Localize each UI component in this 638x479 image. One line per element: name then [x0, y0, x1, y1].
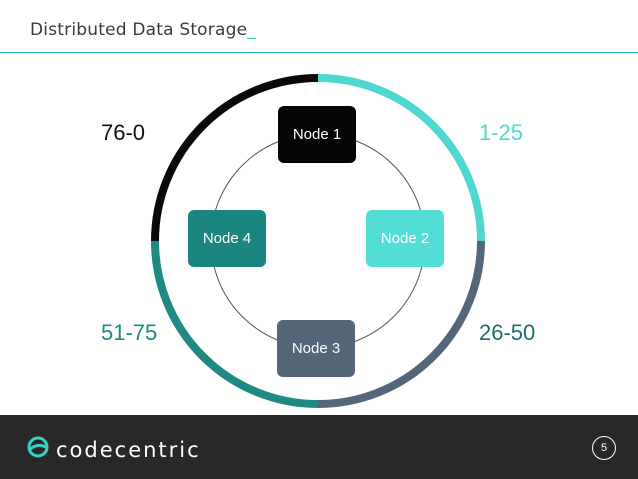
range-label-51-75: 51-75: [101, 320, 158, 345]
hash-ring-diagram: [151, 74, 485, 408]
title-cursor: _: [247, 20, 256, 40]
brand-logo: codecentric: [26, 435, 201, 464]
slide-header: Distributed Data Storage_: [0, 0, 638, 53]
range-label-1-25: 1-25: [479, 120, 524, 145]
codecentric-logo-icon: [26, 435, 50, 464]
ring-segment-26-50: [317, 240, 485, 408]
node-3: Node 3: [277, 320, 355, 377]
node-4: Node 4: [188, 210, 266, 267]
page-number: 5: [592, 436, 616, 460]
ring-segment-1-25: [317, 74, 485, 242]
node-1: Node 1: [278, 106, 356, 163]
slide-title-text: Distributed Data Storage: [30, 20, 248, 40]
node-2: Node 2: [366, 210, 444, 267]
slide-title: Distributed Data Storage_: [30, 20, 256, 40]
range-label-26-50: 26-50: [479, 320, 536, 345]
ring-segment-51-75: [151, 240, 319, 408]
range-label-76-0: 76-0: [101, 120, 146, 145]
ring-segment-76-0: [151, 74, 319, 242]
brand-name: codecentric: [56, 437, 201, 462]
slide-footer: codecentric 5: [0, 415, 638, 479]
